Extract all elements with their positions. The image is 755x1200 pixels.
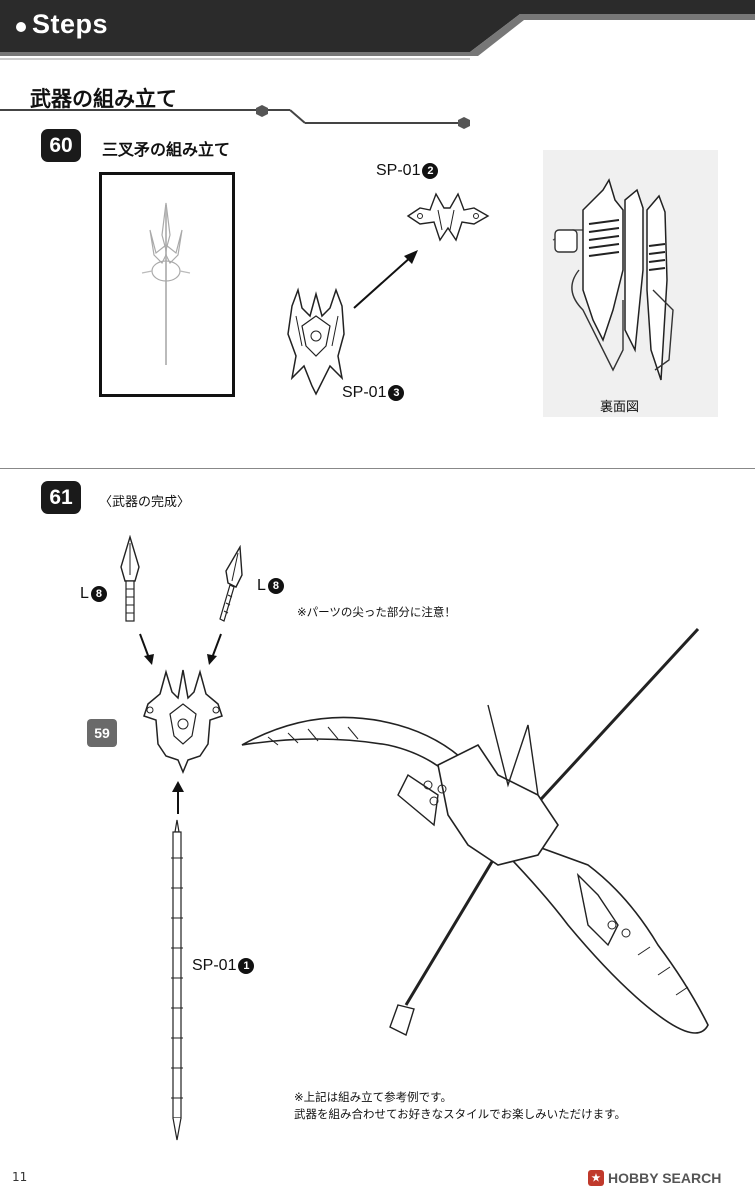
page-number: 11	[12, 1170, 28, 1184]
section-title: 武器の組み立て	[30, 87, 177, 111]
part-code: L	[257, 577, 266, 594]
step-60-title: 三叉矛の組み立て	[102, 140, 231, 159]
back-view-caption: 裏面図	[600, 400, 640, 415]
watermark: ★ HOBBY SEARCH	[588, 1170, 721, 1186]
section-underline	[0, 105, 470, 129]
step-61-right-part-label: L 8	[257, 577, 284, 595]
trident-small-illustration	[141, 202, 191, 365]
step-60-bottom-part-label: SP-01 3	[342, 384, 405, 402]
left-down-arrow-icon	[139, 633, 154, 665]
part-number-circle: 1	[238, 958, 255, 974]
left-spearhead-illustration	[120, 535, 140, 622]
back-view-illustration	[552, 178, 674, 381]
up-arrow-icon	[172, 781, 184, 814]
header-bullet-icon	[16, 22, 26, 32]
part-code: SP-01	[192, 957, 237, 974]
hobby-search-logo-icon: ★	[588, 1170, 604, 1186]
assembly-note-line-2: 武器を組み合わせてお好きなスタイルでお楽しみいただけます。	[294, 1107, 627, 1121]
shaft-illustration	[171, 819, 183, 1141]
watermark-text: HOBBY SEARCH	[608, 1170, 722, 1186]
part-number-circle: 3	[388, 385, 405, 401]
trident-reference-box	[99, 172, 235, 397]
part-code: SP-01	[376, 162, 421, 179]
header-banner	[0, 0, 755, 60]
assembly-note: ※上記は組み立て参考例です。 武器を組み合わせてお好きなスタイルでお楽しみいただ…	[294, 1089, 626, 1123]
part-code: L	[80, 585, 89, 602]
assembly-note-line-1: ※上記は組み立て参考例です。	[294, 1090, 452, 1104]
trident-head-assembly-illustration	[143, 669, 223, 774]
right-down-arrow-icon	[207, 633, 222, 665]
step-60-arrow-icon	[353, 250, 418, 309]
right-spearhead-illustration	[219, 545, 243, 622]
completed-weapon-illustration	[241, 626, 709, 1036]
section-divider	[0, 468, 755, 469]
step-61-subtitle: 〈武器の完成〉	[99, 495, 191, 510]
step-60-bottom-part-illustration	[287, 287, 345, 396]
step-60-badge: 60	[41, 129, 81, 162]
caution-note: ※パーツの尖った部分に注意！	[297, 605, 456, 619]
step-61-left-part-label: L 8	[80, 585, 107, 603]
shaft-part-label: SP-01 1	[192, 957, 255, 975]
step-60-top-part-illustration	[406, 192, 490, 242]
step-60-top-part-label: SP-01 2	[376, 162, 439, 180]
part-code: SP-01	[342, 384, 387, 401]
part-number-circle: 8	[267, 578, 284, 594]
step-59-reference-badge: 59	[87, 719, 117, 747]
part-number-circle: 8	[90, 586, 107, 602]
step-61-badge: 61	[41, 481, 81, 514]
header-title: Steps	[32, 9, 109, 39]
back-view-panel	[543, 150, 718, 417]
part-number-circle: 2	[422, 163, 439, 179]
